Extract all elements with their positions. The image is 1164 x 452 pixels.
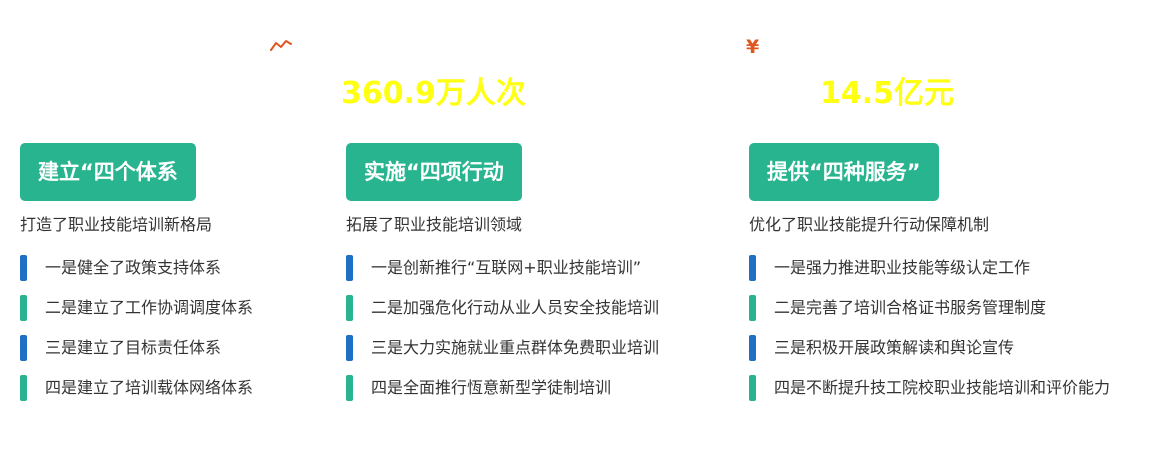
list-item: 一是创新推行“互联网+职业技能培训” xyxy=(346,255,659,281)
column-heading-badge: 实施“四项行动 xyxy=(346,143,522,201)
column-item-list: 一是创新推行“互联网+职业技能培训” 二是加强危化行动从业人员安全技能培训 三是… xyxy=(346,255,659,401)
green-bar-marker xyxy=(749,375,756,401)
column-item-list: 一是健全了政策支持体系 二是建立了工作协调调度体系 三是建立了目标责任体系 四是… xyxy=(20,255,253,401)
column-four-actions: 实施“四项行动 拓展了职业技能培训领域 一是创新推行“互联网+职业技能培训” 二… xyxy=(346,143,659,417)
blue-bar-marker xyxy=(346,255,353,281)
list-item-text: 三是积极开展政策解读和舆论宣传 xyxy=(774,338,1015,357)
yen-icon: ¥ xyxy=(746,36,760,58)
list-item-text: 三是大力实施就业重点群体免费职业培训 xyxy=(371,338,660,357)
column-subtitle: 拓展了职业技能培训领域 xyxy=(346,215,523,234)
stat-value-funds: 14.5亿元 xyxy=(820,76,955,111)
green-bar-marker xyxy=(346,295,353,321)
blue-bar-marker xyxy=(20,335,27,361)
list-item-text: 二是加强危化行动从业人员安全技能培训 xyxy=(371,298,660,317)
green-bar-marker xyxy=(20,295,27,321)
stat-value-trainees: 360.9万人次 xyxy=(341,76,526,111)
list-item-text: 四是全面推行恆意新型学徒制培训 xyxy=(371,378,612,397)
list-item-text: 一是健全了政策支持体系 xyxy=(45,258,222,277)
list-item: 一是强力推进职业技能等级认定工作 xyxy=(749,255,1110,281)
green-bar-marker xyxy=(749,295,756,321)
list-item-text: 二是建立了工作协调调度体系 xyxy=(45,298,254,317)
list-item: 三是建立了目标责任体系 xyxy=(20,335,253,361)
list-item: 四是不断提升技工院校职业技能培训和评价能力 xyxy=(749,375,1110,401)
list-item-text: 一是强力推进职业技能等级认定工作 xyxy=(774,258,1031,277)
list-item: 二是加强危化行动从业人员安全技能培训 xyxy=(346,295,659,321)
blue-bar-marker xyxy=(749,255,756,281)
green-bar-marker xyxy=(346,375,353,401)
column-heading-badge: 建立“四个体系 xyxy=(20,143,196,201)
list-item: 二是建立了工作协调调度体系 xyxy=(20,295,253,321)
column-item-list: 一是强力推进职业技能等级认定工作 二是完善了培训合格证书服务管理制度 三是积极开… xyxy=(749,255,1110,401)
list-item: 三是积极开展政策解读和舆论宣传 xyxy=(749,335,1110,361)
list-item-text: 一是创新推行“互联网+职业技能培训” xyxy=(371,258,641,277)
list-item-text: 三是建立了目标责任体系 xyxy=(45,338,222,357)
list-item-text: 四是不断提升技工院校职业技能培训和评价能力 xyxy=(774,378,1111,397)
blue-bar-marker xyxy=(346,335,353,361)
column-subtitle: 优化了职业技能提升行动保障机制 xyxy=(749,215,990,234)
column-heading-badge: 提供“四种服务” xyxy=(749,143,939,201)
list-item-text: 四是建立了培训载体网络体系 xyxy=(45,378,254,397)
list-item: 一是健全了政策支持体系 xyxy=(20,255,253,281)
list-item-text: 二是完善了培训合格证书服务管理制度 xyxy=(774,298,1047,317)
column-four-systems: 建立“四个体系 打造了职业技能培训新格局 一是健全了政策支持体系 二是建立了工作… xyxy=(20,143,253,417)
blue-bar-marker xyxy=(20,255,27,281)
column-subtitle: 打造了职业技能培训新格局 xyxy=(20,215,213,234)
trend-line-icon xyxy=(270,38,292,52)
list-item: 二是完善了培训合格证书服务管理制度 xyxy=(749,295,1110,321)
list-item: 四是建立了培训载体网络体系 xyxy=(20,375,253,401)
blue-bar-marker xyxy=(749,335,756,361)
list-item: 三是大力实施就业重点群体免费职业培训 xyxy=(346,335,659,361)
column-four-services: 提供“四种服务” 优化了职业技能提升行动保障机制 一是强力推进职业技能等级认定工… xyxy=(749,143,1110,417)
green-bar-marker xyxy=(20,375,27,401)
list-item: 四是全面推行恆意新型学徒制培训 xyxy=(346,375,659,401)
